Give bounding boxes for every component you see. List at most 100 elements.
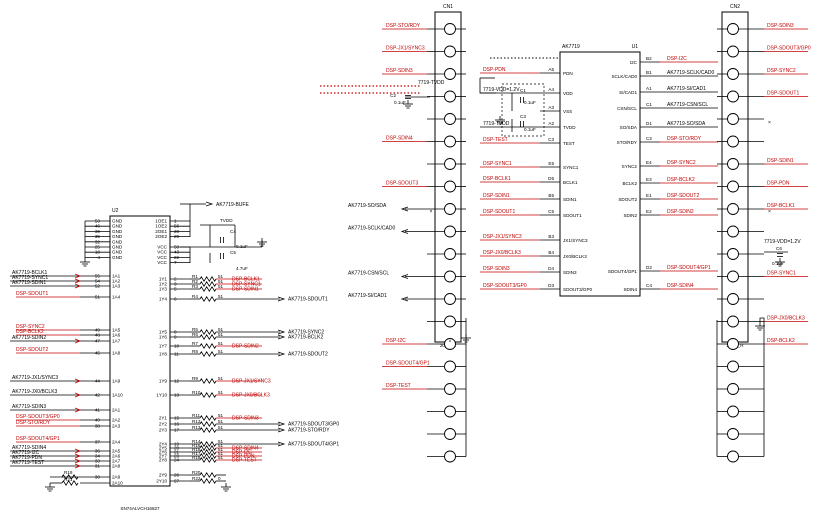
u1-ball: C2 bbox=[646, 136, 652, 141]
resistor-R4 bbox=[199, 296, 217, 302]
connector-cn1-pin bbox=[444, 405, 456, 418]
u2-pin-name: GND bbox=[112, 250, 123, 255]
connector-cn2-pin bbox=[727, 450, 739, 463]
u1-ball: E4 bbox=[646, 160, 652, 165]
u2-a-net-label: DSP-SDOUT1 bbox=[16, 291, 48, 297]
u1-pin-name: SYNC2 bbox=[622, 164, 638, 169]
resistor-value: 51 bbox=[218, 455, 224, 460]
resistor-ref: R13 bbox=[192, 425, 201, 430]
u2-y-net-label: AK7719-SDOUT2 bbox=[288, 352, 328, 358]
u2-pin-num: 11 bbox=[174, 352, 179, 357]
cn1-net-label: AK7719-CSN/SCL bbox=[348, 271, 389, 277]
u1-ball: B1 bbox=[646, 70, 652, 75]
resistor-R3 bbox=[199, 286, 217, 292]
u2-pin-num: 6 bbox=[174, 297, 177, 302]
u2-y-arrow bbox=[277, 334, 286, 340]
u2-pin-name: 2Y2 bbox=[159, 422, 168, 427]
connector-cn1-pin bbox=[444, 45, 456, 58]
u2-pin-name: GND bbox=[112, 219, 123, 224]
resistor-R15 bbox=[199, 445, 217, 451]
resistor-ref: R16 bbox=[192, 447, 201, 452]
resistor-value: 51 bbox=[218, 349, 224, 354]
tvdd-label: TVDD bbox=[220, 218, 233, 223]
u1-net-label: DSP-BCLK1 bbox=[483, 176, 511, 182]
cn1-net-label: DSP-I2C bbox=[386, 338, 406, 344]
u2-pin-num: 50 bbox=[174, 245, 180, 250]
u2-pin-num: 28 bbox=[174, 229, 180, 234]
u2-y-net-label: DSP-BCLK1 bbox=[232, 277, 260, 283]
connector-cn2-pin bbox=[727, 45, 739, 58]
u1-net-label: DSP-SDOUT1 bbox=[483, 209, 515, 215]
resistor-R18 bbox=[199, 457, 217, 463]
u1-ball: B2 bbox=[646, 56, 652, 61]
u2-a-net-label: DSP-SDOUT2 bbox=[16, 347, 48, 353]
u1-net-label: 7719-VDD=1.2V bbox=[483, 87, 520, 93]
resistor-R5 bbox=[199, 329, 217, 335]
u2-pin-name: 1Y8 bbox=[159, 352, 168, 357]
resistor-value: 51 bbox=[218, 390, 224, 395]
connector-cn1-body bbox=[434, 11, 462, 343]
no-connect-mark: × bbox=[768, 209, 771, 215]
u2-y-net-label: AK7719-STO/RDY bbox=[288, 428, 330, 434]
resistor-R7 bbox=[199, 343, 217, 349]
u2-pin-num: 46 bbox=[95, 224, 101, 229]
connector-cn1-pin bbox=[444, 203, 456, 215]
u2-pin-name: 2A1 bbox=[112, 408, 121, 413]
resistor-value: 51 bbox=[218, 451, 224, 456]
u2-pin-name: 1A1 bbox=[112, 274, 121, 279]
u2-pin-num: 22 bbox=[174, 255, 180, 260]
cn2-net-label: DSP-BCLK2 bbox=[767, 338, 795, 344]
connector-cn2-pin bbox=[727, 203, 739, 215]
bufe-label: AK7719-BUFE bbox=[216, 202, 249, 208]
resistor-R14 bbox=[199, 441, 217, 447]
ic-u1-ref: U1 bbox=[632, 44, 639, 50]
u2-pin-num: 49 bbox=[95, 328, 101, 333]
u2-pin-num: 9 bbox=[174, 335, 177, 340]
u1-pin-name: JX1/SYNC3 bbox=[563, 238, 588, 243]
u1-pin-name: BCLK1 bbox=[563, 180, 578, 185]
resistor-ref: R20 bbox=[192, 470, 201, 475]
resistor-ref: R10 bbox=[192, 390, 201, 395]
u2-pin-name: 1A3 bbox=[112, 284, 121, 289]
u1-ball: D1 bbox=[646, 121, 652, 126]
cap-c1-value: 0.1uF bbox=[524, 100, 536, 105]
connector-cn2-pin bbox=[727, 180, 739, 193]
u2-pin-num: 18 bbox=[95, 250, 101, 255]
u1-pin-name: SO/SDA bbox=[620, 125, 638, 130]
resistor-R16 bbox=[199, 449, 217, 455]
u1-ball: B5 bbox=[548, 193, 554, 198]
u2-pin-name: 2A9 bbox=[112, 475, 121, 480]
u2-pin-name: VCC bbox=[157, 255, 167, 260]
u2-pin-num: 5 bbox=[174, 287, 177, 292]
u2-pin-name: GND bbox=[112, 255, 123, 260]
u1-net-label: DSP-SDIN4 bbox=[667, 283, 694, 289]
u1-net-label: DSP-SYNC1 bbox=[483, 161, 512, 167]
resistor-R2 bbox=[199, 281, 217, 287]
u1-ball: A5 bbox=[548, 67, 554, 72]
u2-pin-num: 55 bbox=[95, 274, 101, 279]
connector-cn1-pin bbox=[444, 450, 456, 463]
u2-pin-num: 35 bbox=[95, 234, 101, 239]
u2-pin-num: 19 bbox=[174, 442, 180, 447]
u2-pin-name: VCC bbox=[157, 260, 167, 265]
resistor-value: 51 bbox=[218, 332, 224, 337]
resistor-value: 51 bbox=[218, 294, 224, 299]
u1-pin-name: BCLK2 bbox=[622, 181, 637, 186]
u2-pin-name: 2Y10 bbox=[156, 479, 167, 484]
u1-pin-name: SDOUT3/GP0 bbox=[563, 287, 593, 292]
u2-pin-name: 2A10 bbox=[112, 481, 123, 486]
u2-pin-name: VCC bbox=[157, 250, 167, 255]
u2-y-net-label: AK7719-BCLK2 bbox=[288, 335, 324, 341]
cn1-net-label: DSP-SDOUT3 bbox=[386, 181, 418, 187]
cap-c2-ref: C2 bbox=[390, 93, 396, 98]
cn1-net-label: DSP-SDIN4 bbox=[386, 136, 413, 142]
u2-pin-num: 27 bbox=[174, 479, 180, 484]
cn1-net-label: DSP-TEST bbox=[386, 383, 411, 389]
resistor-R6 bbox=[199, 334, 217, 340]
u2-pin-name: 1A4 bbox=[112, 295, 121, 300]
u1-pin-name: SDOUT4/GP1 bbox=[608, 269, 638, 274]
u1-net-label: AK7719-SO/SDA bbox=[667, 121, 706, 127]
u2-a-arrow bbox=[74, 458, 82, 464]
u1-ball: B4 bbox=[548, 250, 554, 255]
